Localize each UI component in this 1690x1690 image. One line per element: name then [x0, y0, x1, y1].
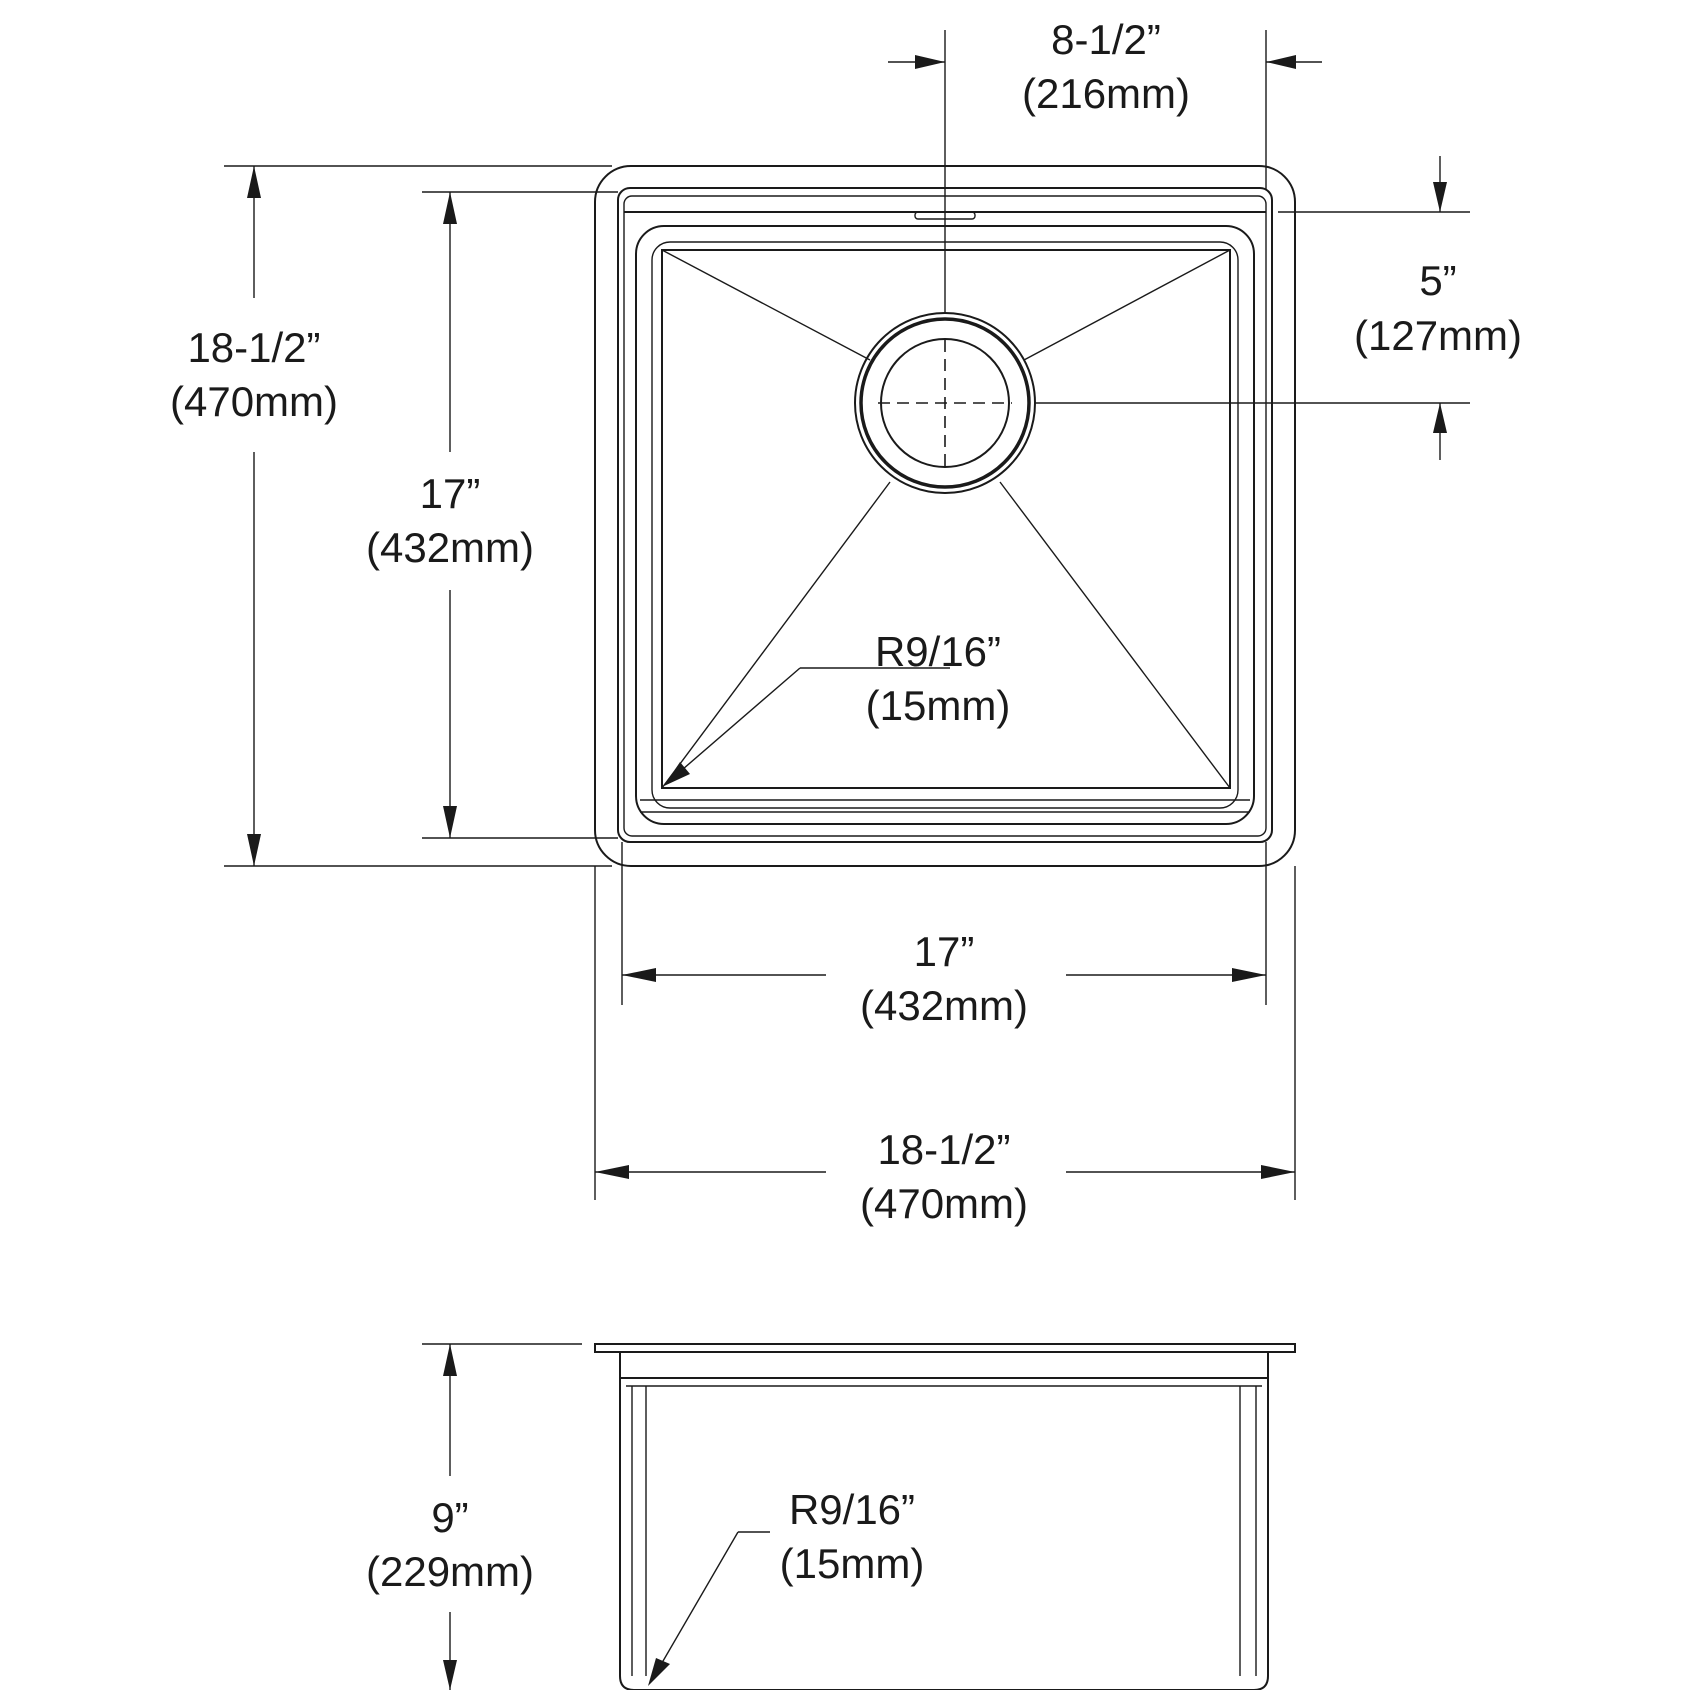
dimension-section-corner-radius: R9/16” (15mm)	[648, 1486, 924, 1686]
section-bowl-outline	[619, 1352, 1269, 1690]
bowl-depth-metric: (432mm)	[366, 524, 534, 571]
slope-line	[1023, 249, 1231, 361]
section-corner-radius-metric: (15mm)	[780, 1540, 925, 1587]
bowl-width-metric: (432mm)	[860, 982, 1028, 1029]
dimension-bowl-width: 17” (432mm)	[621, 842, 1267, 1029]
bowl-depth-imperial: 17”	[420, 470, 481, 517]
bowl-height-metric: (229mm)	[366, 1548, 534, 1595]
bowl-width-imperial: 17”	[914, 928, 975, 975]
overall-depth-metric: (470mm)	[170, 378, 338, 425]
slope-line	[999, 481, 1231, 789]
dimension-overall-width: 18-1/2” (470mm)	[594, 866, 1296, 1227]
slope-line	[661, 481, 891, 789]
plan-corner-radius-imperial: R9/16”	[875, 628, 1001, 675]
dimension-drain-offset-x: 8-1/2” (216mm)	[888, 16, 1322, 313]
dimension-overall-depth: 18-1/2” (470mm)	[170, 165, 612, 867]
plan-corner-radius-metric: (15mm)	[866, 682, 1011, 729]
dimension-bowl-height: 9” (229mm)	[366, 1343, 582, 1690]
section-flange	[594, 1343, 1296, 1353]
dimension-drain-offset-y: 5” (127mm)	[1035, 156, 1522, 460]
overall-width-imperial: 18-1/2”	[877, 1126, 1010, 1173]
bowl-floor	[661, 249, 1231, 789]
section-view	[594, 1343, 1296, 1690]
bowl-wall	[635, 225, 1255, 825]
section-corner-radius-imperial: R9/16”	[789, 1486, 915, 1533]
overall-width-metric: (470mm)	[860, 1180, 1028, 1227]
drain-offset-x-imperial: 8-1/2”	[1051, 16, 1161, 63]
drain-offset-y-metric: (127mm)	[1354, 312, 1522, 359]
drain-offset-y-imperial: 5”	[1419, 257, 1456, 304]
dimension-plan-corner-radius: R9/16” (15mm)	[664, 628, 1010, 786]
dimension-bowl-depth: 17” (432mm)	[366, 191, 618, 839]
drain-offset-x-metric: (216mm)	[1022, 70, 1190, 117]
overall-depth-imperial: 18-1/2”	[187, 324, 320, 371]
slope-line	[661, 249, 871, 361]
bowl-height-imperial: 9”	[431, 1494, 468, 1541]
